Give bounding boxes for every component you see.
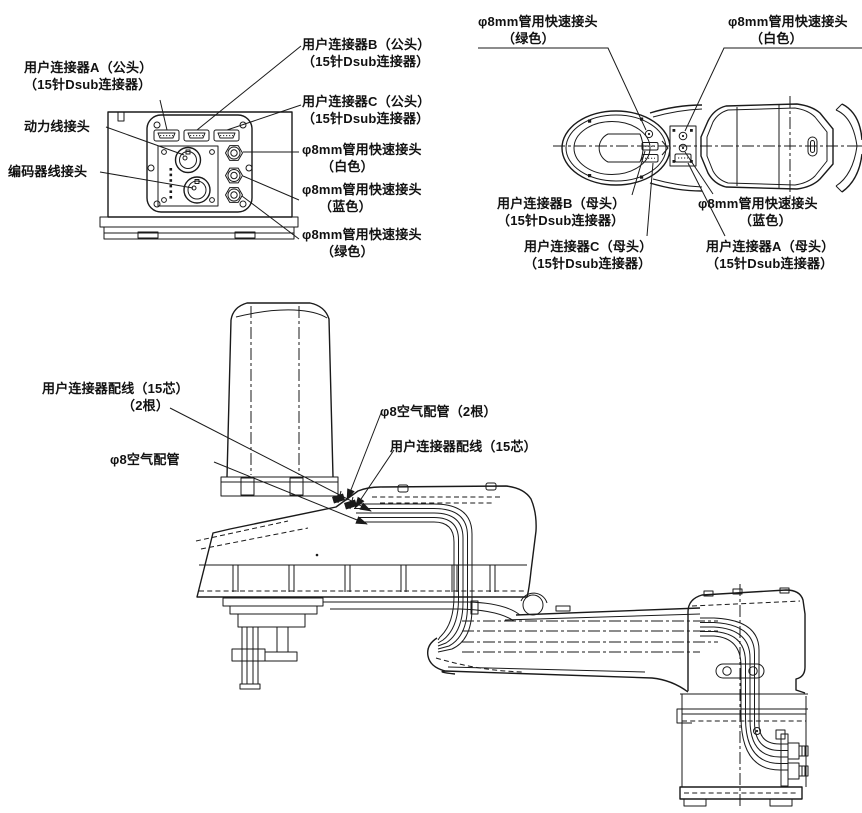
label-line: φ8mm管用快速接头	[698, 196, 818, 211]
label-line: φ8mm管用快速接头	[302, 227, 422, 242]
label-line: （白色）	[750, 31, 803, 46]
top-fitting-green	[644, 129, 654, 139]
arm-top-view-drawing	[478, 47, 862, 237]
base-column	[676, 584, 809, 808]
quick-fitting-blue	[225, 167, 243, 184]
label-connector-c-male: 用户连接器C（公头） （15针Dsub连接器）	[302, 93, 430, 127]
label-line: （绿色）	[321, 244, 374, 259]
label-line: 用户连接器C（公头）	[302, 94, 431, 109]
power-connector	[174, 146, 202, 174]
label-line: 用户连接器配线（15芯）	[42, 381, 189, 396]
label-fitting-blue-rear: φ8mm管用快速接头 （蓝色）	[302, 181, 422, 215]
label-line: φ8mm管用快速接头	[302, 182, 422, 197]
label-connector-b-male: 用户连接器B（公头） （15针Dsub连接器）	[302, 36, 430, 70]
label-user-wiring: 用户连接器配线（15芯）	[390, 439, 537, 454]
arm-ribs	[232, 565, 496, 592]
label-connector-a-male: 用户连接器A（公头） （15针Dsub连接器）	[24, 59, 152, 93]
label-line: （15针Dsub连接器）	[706, 256, 834, 271]
label-fitting-green-top: φ8mm管用快速接头 （绿色）	[478, 13, 598, 47]
label-air-tube-2pcs: φ8空气配管（2根）	[380, 404, 497, 419]
top-connector-b	[641, 142, 659, 151]
label-fitting-white-rear: φ8mm管用快速接头 （白色）	[302, 141, 422, 175]
label-line: （15针Dsub连接器）	[497, 213, 625, 228]
label-line: 用户连接器C（母头）	[524, 239, 653, 254]
dsub-connector-c	[213, 129, 240, 142]
label-line: 用户连接器B（母头）	[497, 196, 626, 211]
oval-corner-marks	[588, 117, 644, 179]
label-fitting-white-top: φ8mm管用快速接头 （白色）	[728, 13, 848, 47]
encoder-connector	[183, 176, 211, 204]
dsub-connector-b	[183, 129, 210, 142]
label-line: 用户连接器B（公头）	[302, 37, 431, 52]
label-line: （15针Dsub连接器）	[524, 256, 652, 271]
quick-fitting-white	[225, 145, 243, 161]
cable-bundle-elbow	[352, 503, 473, 653]
label-fitting-blue-top: φ8mm管用快速接头 （蓝色）	[698, 195, 818, 229]
label-air-tube: φ8空气配管	[110, 452, 180, 467]
label-line: 用户连接器A（母头）	[706, 239, 835, 254]
label-user-wiring-2pcs: 用户连接器配线（15芯） （2根）	[42, 380, 189, 414]
bellows	[220, 302, 339, 497]
rear-panel-leaders	[99, 45, 302, 240]
indicator-leds	[169, 168, 173, 199]
label-connector-b-female: 用户连接器B（母头） （15针Dsub连接器）	[497, 195, 625, 229]
label-line: φ8mm管用快速接头	[478, 14, 598, 29]
label-connector-c-female: 用户连接器C（母头） （15针Dsub连接器）	[524, 238, 652, 272]
label-line: （白色）	[321, 159, 374, 174]
label-line: （蓝色）	[319, 199, 372, 214]
top-view-leaders	[478, 47, 862, 237]
quill-shaft	[222, 597, 324, 690]
first-arm	[427, 592, 718, 693]
label-fitting-green-rear: φ8mm管用快速接头 （绿色）	[302, 226, 422, 260]
label-connector-a-female: 用户连接器A（母头） （15针Dsub连接器）	[706, 238, 834, 272]
label-line: （15针Dsub连接器）	[302, 111, 430, 126]
quick-fitting-green	[225, 187, 243, 203]
cable-bundle-base	[700, 617, 788, 771]
side-view-leaders	[169, 407, 395, 525]
label-line: φ8mm管用快速接头	[728, 14, 848, 29]
rear-panel-drawing	[99, 45, 302, 240]
label-line: （蓝色）	[739, 213, 792, 228]
robot-side-view-drawing	[169, 302, 809, 808]
label-line: （2根）	[122, 398, 170, 413]
label-line: 用户连接器A（公头）	[24, 60, 153, 75]
label-power-cable-connector: 动力线接头	[24, 119, 91, 134]
label-line: （15针Dsub连接器）	[302, 54, 430, 69]
dsub-connector-a	[153, 129, 180, 142]
label-line: φ8mm管用快速接头	[302, 142, 422, 157]
label-line: （绿色）	[502, 31, 555, 46]
second-arm	[195, 482, 537, 622]
label-encoder-cable-connector: 编码器线接头	[8, 164, 88, 179]
top-connector-c	[641, 154, 659, 163]
label-line: （15针Dsub连接器）	[24, 77, 152, 92]
